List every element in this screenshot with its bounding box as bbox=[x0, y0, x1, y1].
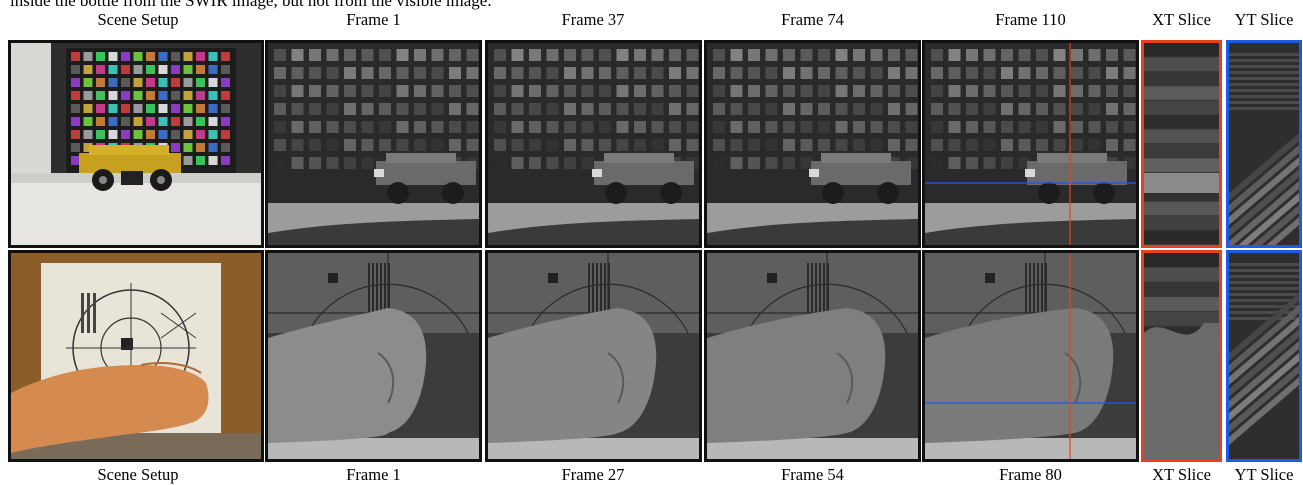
label-xt-slice-top: XT Slice bbox=[1152, 10, 1211, 29]
frame-54-image bbox=[704, 250, 921, 462]
label-xt-slice-bottom: XT Slice bbox=[1152, 465, 1211, 484]
frame-110-image bbox=[922, 40, 1139, 248]
label-frame-37: Frame 37 bbox=[561, 10, 625, 29]
yt-slice-bottom-image bbox=[1226, 250, 1302, 462]
label-frame-27: Frame 27 bbox=[561, 465, 625, 484]
frame-1-bottom-image bbox=[265, 250, 482, 462]
label-scene-setup-top: Scene Setup bbox=[97, 10, 179, 29]
scene-setup-image-top bbox=[8, 40, 264, 248]
frame-27-image bbox=[485, 250, 702, 462]
frame-74-image bbox=[704, 40, 921, 248]
label-frame-74: Frame 74 bbox=[781, 10, 844, 29]
xt-slice-top-image bbox=[1141, 40, 1222, 248]
scene-setup-image-bottom bbox=[8, 250, 264, 462]
frame-80-image bbox=[922, 250, 1139, 462]
xt-slice-bottom-image bbox=[1141, 250, 1222, 462]
yt-slice-top-image bbox=[1226, 40, 1302, 248]
label-yt-slice-top: YT Slice bbox=[1234, 10, 1294, 29]
label-frame-1-bottom: Frame 1 bbox=[346, 465, 401, 484]
frame-1-top-image bbox=[265, 40, 482, 248]
label-frame-54: Frame 54 bbox=[781, 465, 844, 484]
frame-37-image bbox=[485, 40, 702, 248]
label-frame-1-top: Frame 1 bbox=[346, 10, 401, 29]
caption-fragment: inside the bottle from the SWIR image, b… bbox=[10, 0, 492, 10]
label-yt-slice-bottom: YT Slice bbox=[1234, 465, 1294, 484]
label-scene-setup-bottom: Scene Setup bbox=[97, 465, 179, 484]
label-frame-110: Frame 110 bbox=[995, 10, 1066, 29]
label-frame-80: Frame 80 bbox=[999, 465, 1062, 484]
